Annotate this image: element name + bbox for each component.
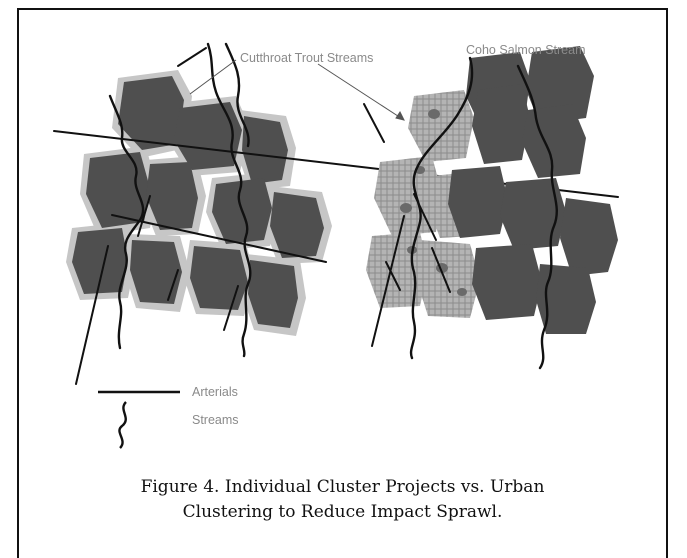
individual-clusters bbox=[53, 42, 619, 385]
legend: Arterials Streams bbox=[98, 385, 239, 449]
legend-arterials-label: Arterials bbox=[192, 385, 238, 399]
coho-label: Coho Salmon Stream bbox=[466, 43, 586, 57]
cutthroat-label: Cutthroat Trout Streams bbox=[240, 51, 373, 65]
urban-cluster bbox=[363, 46, 618, 370]
figure-caption-line1: Figure 4. Individual Cluster Projects vs… bbox=[140, 477, 545, 497]
callout-arrows bbox=[189, 59, 405, 121]
stream-legend-squiggle bbox=[118, 401, 127, 449]
figure-caption-line2: Clustering to Reduce Impact Sprawl. bbox=[182, 502, 503, 522]
legend-streams-label: Streams bbox=[192, 413, 239, 427]
